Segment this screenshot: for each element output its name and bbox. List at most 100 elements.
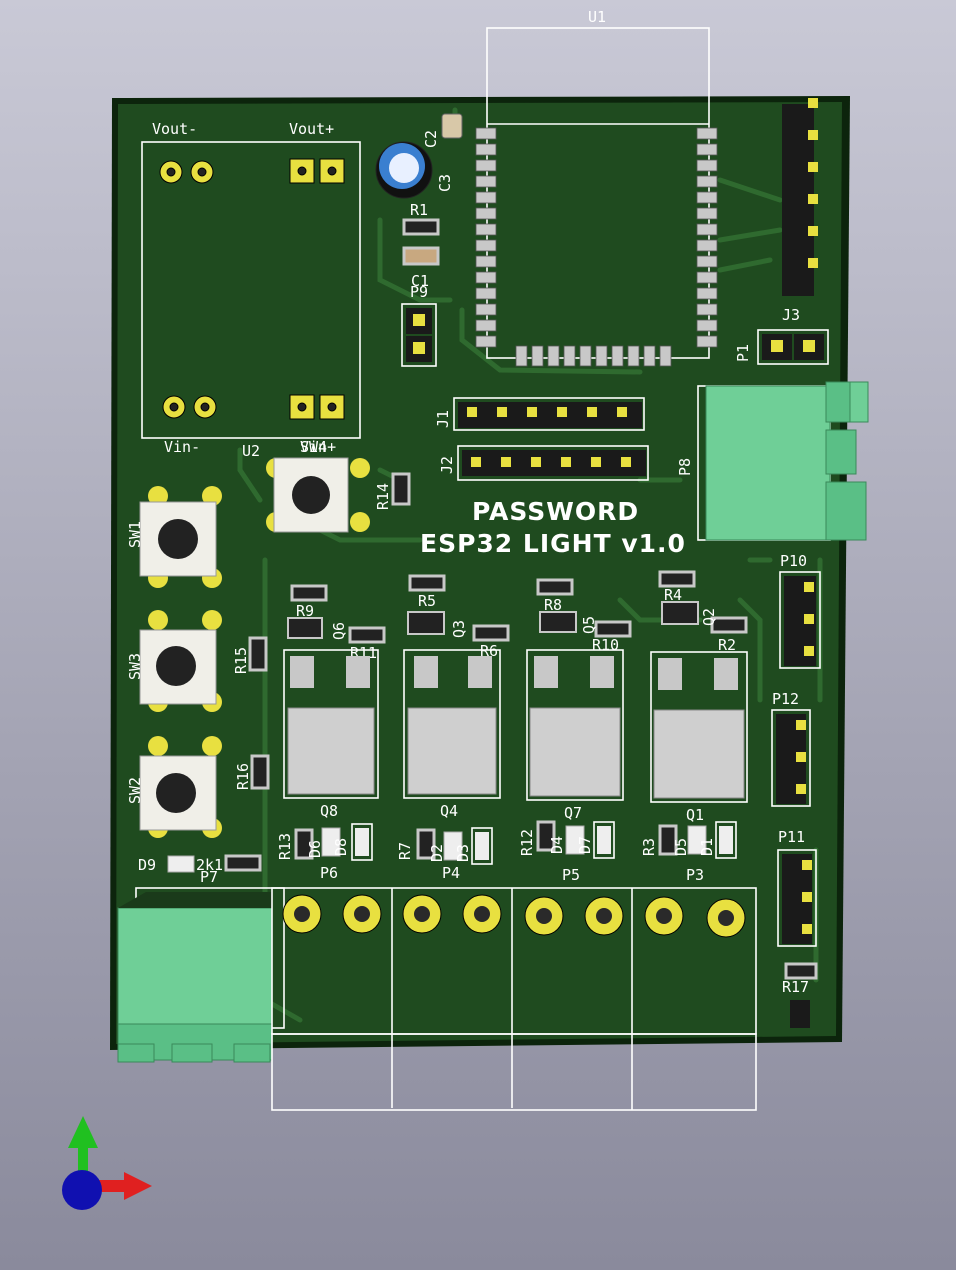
output-terminals: P6 P4 P5 P3: [271, 864, 757, 1111]
esp32-left-pads: [475, 127, 497, 348]
q2-label: Q2: [700, 608, 718, 626]
header-p11: P11: [777, 828, 817, 947]
q5-label: Q5: [580, 616, 598, 634]
switch-sw4[interactable]: SW4: [266, 438, 370, 533]
vin-minus-label: Vin-: [164, 438, 200, 456]
driver-stage-2: R5 Q3 R6: [407, 574, 510, 660]
r9-label: R9: [296, 602, 314, 620]
driver-stage-3: R8 Q5 R10: [536, 578, 632, 654]
capacitor-c2: C2: [422, 113, 463, 148]
r10-label: R10: [592, 636, 619, 654]
r17-label: R17: [782, 978, 809, 996]
d3-label: D3: [454, 844, 472, 862]
driver-stage-1: R9 Q6 R11: [287, 584, 386, 662]
vout-plus-pads: [289, 158, 345, 184]
header-p12: P12: [771, 690, 811, 807]
r15-label: R15: [232, 647, 250, 674]
d2-label: D2: [428, 844, 446, 862]
q3-label: Q3: [450, 620, 468, 638]
r13-label: R13: [276, 833, 294, 860]
c1-label: C1: [411, 272, 429, 290]
capacitor-c1: C1: [402, 246, 440, 290]
d4-label: D4: [548, 836, 566, 854]
led-cluster-p4: R7 D2 D3: [396, 827, 493, 865]
r7-label: R7: [396, 842, 414, 860]
pcb-board: [110, 96, 850, 1050]
header-j2: J2: [438, 445, 649, 481]
d7-label: D7: [576, 836, 594, 854]
board-title-line1: PASSWORD: [472, 497, 639, 526]
q8-label: Q8: [320, 802, 338, 820]
p10-label: P10: [780, 552, 807, 570]
q4-label: Q4: [440, 802, 458, 820]
j2-label: J2: [438, 456, 456, 474]
led-cluster-p3: R3 D5 D1: [640, 821, 737, 859]
d8-label: D8: [332, 838, 350, 856]
vout-plus-label: Vout+: [289, 120, 334, 138]
switch-sw3[interactable]: SW3: [126, 610, 222, 712]
d6-label: D6: [306, 840, 324, 858]
2k1-label: 2k1: [196, 856, 223, 874]
u2-label: U2: [242, 442, 260, 460]
p12-label: P12: [772, 690, 799, 708]
p3-label: P3: [686, 866, 704, 884]
esp32-bottom-pads: [515, 345, 672, 367]
r4-label: R4: [664, 586, 682, 604]
c3-label: C3: [436, 174, 454, 192]
r5-label: R5: [418, 592, 436, 610]
led-d9: D9 2k1: [138, 854, 262, 874]
q7-label: Q7: [564, 804, 582, 822]
header-p9: P9: [401, 283, 437, 367]
vout-minus-pads: [159, 160, 214, 184]
capacitor-c3: C3: [375, 141, 454, 199]
header-p10: P10: [779, 552, 821, 669]
board-title-line2: ESP32 LIGHT v1.0: [420, 529, 686, 558]
u1-label: U1: [588, 8, 606, 26]
vin-plus-pads: [289, 394, 345, 420]
sw1-label: SW1: [126, 521, 144, 548]
dcdc-module-u2: Vout- Vout+ Vin- Vin+ U2: [141, 120, 361, 460]
vout-minus-label: Vout-: [152, 120, 197, 138]
resistor-r16: R16: [234, 754, 270, 790]
r14-label: R14: [374, 483, 392, 510]
r2-label: R2: [718, 636, 736, 654]
resistor-r1: R1: [402, 201, 440, 236]
d5-label: D5: [672, 838, 690, 856]
switch-sw2[interactable]: SW2: [126, 736, 222, 838]
esp32-module-u1: U1: [475, 8, 718, 367]
sw2-label: SW2: [126, 777, 144, 804]
j1-label: J1: [434, 410, 452, 428]
j3-label: J3: [782, 306, 800, 324]
axes-gizmo: [62, 1116, 152, 1210]
q6-label: Q6: [330, 622, 348, 640]
resistor-r15: R15: [232, 636, 268, 674]
led-cluster-p6: R13 D6 D8: [276, 823, 373, 861]
sw3-label: SW3: [126, 653, 144, 680]
r6-label: R6: [480, 642, 498, 660]
switch-sw1[interactable]: SW1: [126, 486, 222, 588]
mosfet-q1: Q1: [650, 651, 748, 824]
vin-plus-label: Vin+: [300, 438, 336, 456]
vin-minus-pads: [162, 395, 217, 419]
r16-label: R16: [234, 763, 252, 790]
p11-label: P11: [778, 828, 805, 846]
sw4-label: SW4: [300, 438, 327, 456]
esp32-right-pads: [696, 127, 718, 348]
header-j1: J1: [434, 397, 645, 431]
p9-label: P9: [410, 283, 428, 301]
d1-label: D1: [698, 838, 716, 856]
p7-label: P7: [200, 868, 218, 886]
q1-label: Q1: [686, 806, 704, 824]
r3-label: R3: [640, 838, 658, 856]
p8-label: P8: [676, 458, 694, 476]
header-p1: P1: [734, 329, 829, 365]
resistor-r17: R17: [782, 962, 818, 1028]
driver-stage-4: R4 Q2 R2: [658, 570, 748, 654]
mosfet-q7: Q7: [526, 649, 624, 822]
resistor-r14: R14: [374, 472, 411, 510]
r1-label: R1: [410, 201, 428, 219]
p4-label: P4: [442, 864, 460, 882]
terminal-block-p7: P7: [117, 868, 285, 1063]
r8-label: R8: [544, 596, 562, 614]
